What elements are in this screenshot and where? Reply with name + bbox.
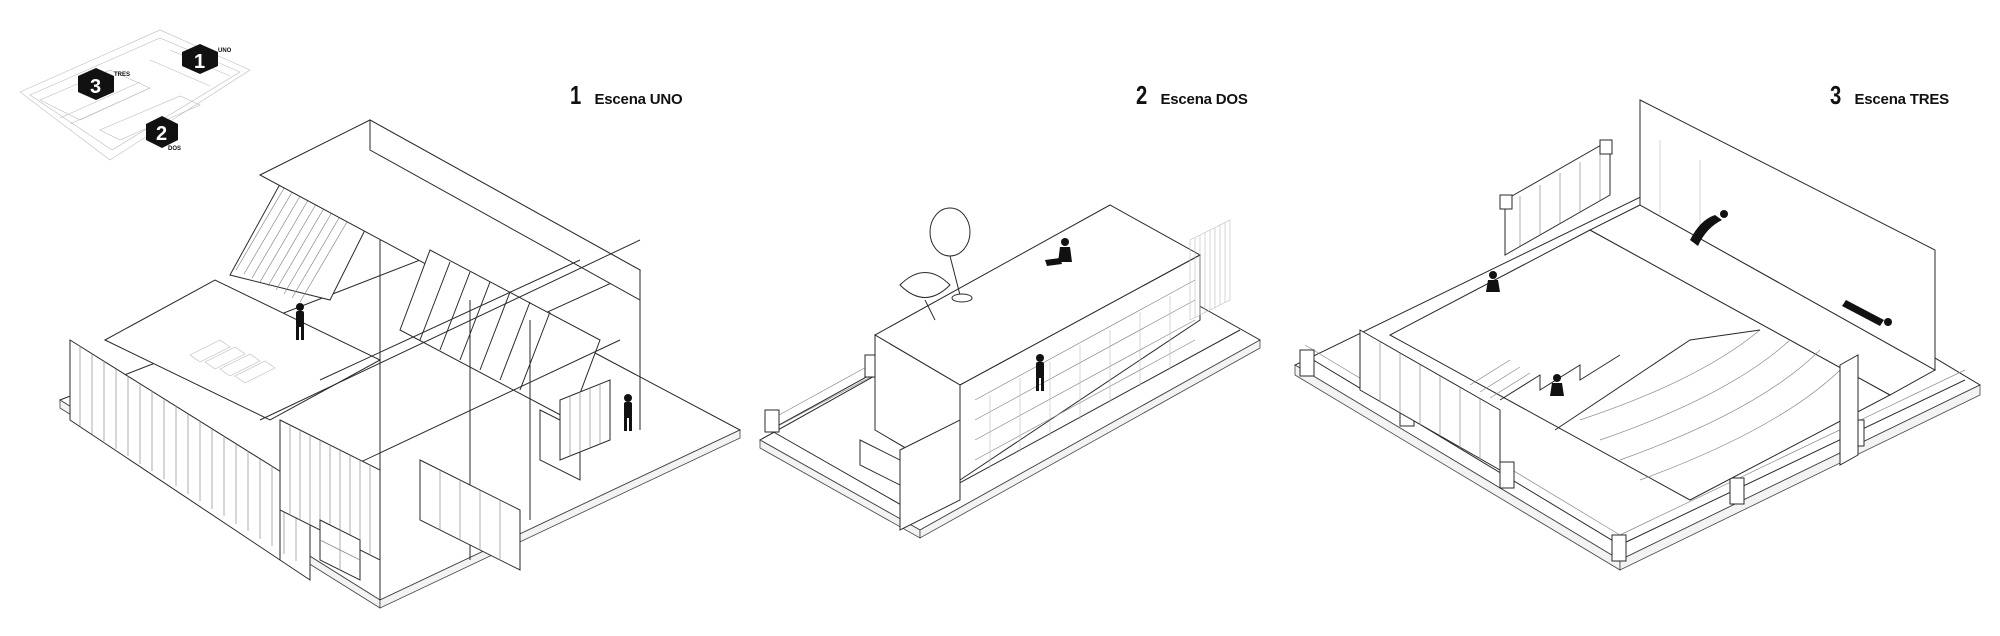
scene-uno-drawing: [58, 119, 742, 609]
key-map: 1 UNO 3 TRES 2 DOS: [19, 29, 251, 161]
key-marker-3: 3 TRES: [78, 68, 130, 100]
marker-label: TRES: [114, 72, 130, 78]
scene-number: 1: [570, 80, 582, 110]
marker-number: 3: [90, 76, 101, 98]
human-figure: [624, 394, 632, 431]
scene-tres-drawing: [1293, 99, 1982, 571]
key-marker-2: 2 DOS: [146, 116, 181, 152]
human-figure: [296, 303, 304, 340]
marker-number: 2: [156, 123, 167, 145]
scene-number: 2: [1136, 80, 1148, 110]
marker-label: DOS: [168, 146, 181, 152]
scene-label: Escena TRES: [1854, 91, 1949, 108]
key-marker-1: 1 UNO: [182, 44, 232, 74]
human-figure: [1036, 354, 1044, 391]
scene-title-uno: 1 Escena UNO: [570, 80, 683, 111]
scene-title-dos: 2 Escena DOS: [1136, 80, 1248, 111]
scene-title-tres: 3 Escena TRES: [1830, 80, 1949, 111]
scene-dos-drawing: [758, 204, 1262, 539]
swimmer-figure: [1842, 300, 1892, 326]
marker-label: UNO: [218, 48, 232, 54]
scene-label: Escena DOS: [1160, 91, 1248, 108]
swimmer-figure: [1690, 210, 1728, 246]
human-figure: [1045, 238, 1072, 266]
human-figure: [1550, 374, 1564, 396]
scene-label: Escena UNO: [594, 91, 683, 108]
human-figure: [1486, 271, 1500, 292]
scene-number: 3: [1830, 80, 1842, 110]
marker-number: 1: [194, 51, 205, 73]
